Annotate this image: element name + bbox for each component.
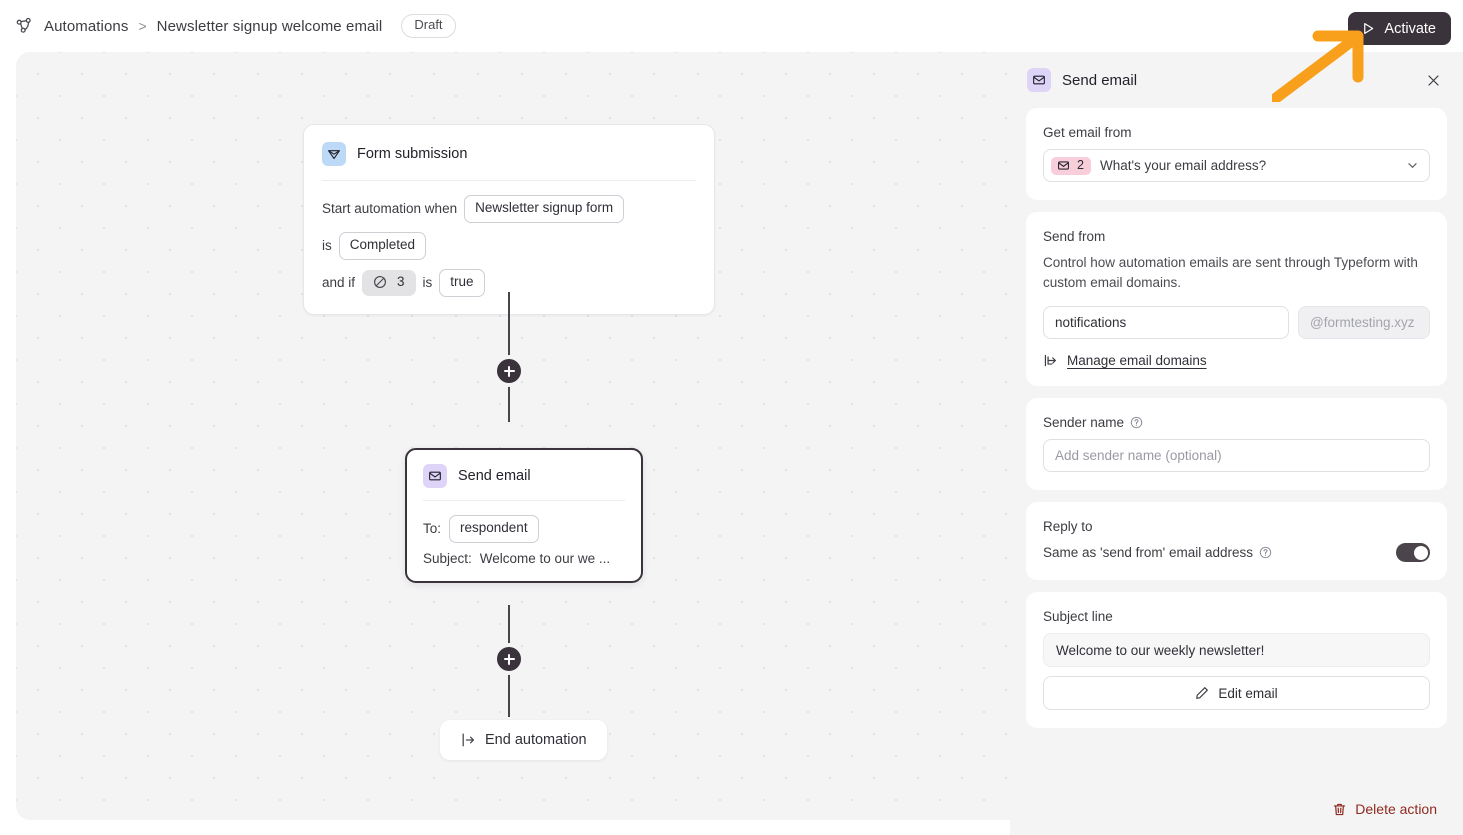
action-node-body: To: respondent Subject: Welcome to our w… (407, 501, 641, 581)
action-to-row: To: respondent (423, 515, 625, 543)
edit-email-button[interactable]: Edit email (1043, 676, 1430, 711)
question-mark-icon[interactable] (1130, 416, 1143, 429)
chevron-down-icon (1406, 159, 1419, 172)
send-from-local-input[interactable] (1043, 306, 1289, 340)
action-node-send-email[interactable]: Send email To: respondent Subject: Welco… (405, 448, 643, 584)
side-panel-title: Send email (1062, 71, 1138, 89)
manage-email-domains-label: Manage email domains (1067, 353, 1207, 369)
trigger-condition-row-1: Start automation when Newsletter signup … (322, 195, 696, 223)
action-to-label: To: (423, 521, 442, 537)
pencil-icon (1195, 686, 1209, 700)
trash-icon (1332, 802, 1347, 817)
question-reference-badge: 2 (1051, 156, 1091, 175)
subject-line-input[interactable] (1043, 633, 1430, 668)
trigger-status-chip[interactable]: Completed (338, 231, 427, 260)
delete-action-button[interactable]: Delete action (1332, 801, 1437, 817)
sender-name-input[interactable] (1043, 439, 1430, 473)
action-node-header: Send email (407, 450, 641, 500)
side-panel: Send email Get email from (1010, 52, 1463, 835)
action-subject-label: Subject: (423, 550, 472, 566)
status-badge: Draft (401, 14, 456, 38)
trigger-node-form-submission[interactable]: Form submission Start automation when Ne… (303, 124, 715, 315)
activate-button[interactable]: Activate (1348, 12, 1451, 45)
envelope-icon (423, 464, 447, 488)
action-node-title: Send email (458, 468, 531, 484)
reply-to-label: Reply to (1043, 519, 1093, 535)
activate-button-label: Activate (1384, 20, 1436, 37)
trigger-row-1-prefix: Start automation when (322, 201, 458, 217)
action-subject-row: Subject: Welcome to our we ... (423, 552, 625, 566)
get-email-from-select[interactable]: 2 What's your email address? (1043, 149, 1430, 182)
trigger-node-title: Form submission (357, 146, 468, 162)
reply-to-card: Reply to Same as 'send from' email addre… (1026, 502, 1447, 581)
trigger-node-header: Form submission (304, 125, 714, 180)
send-from-description: Control how automation emails are sent t… (1043, 255, 1418, 290)
breadcrumb: Automations > Newsletter signup welcome … (0, 0, 456, 52)
reply-to-toggle[interactable] (1396, 543, 1430, 563)
external-link-icon (1043, 353, 1058, 368)
breadcrumb-current: Newsletter signup welcome email (156, 17, 383, 35)
divider (322, 180, 696, 181)
trigger-form-chip[interactable]: Newsletter signup form (464, 195, 625, 223)
trigger-row-3-prefix: and if (322, 274, 356, 290)
top-bar: Automations > Newsletter signup welcome … (0, 0, 1463, 52)
exit-icon (460, 732, 476, 748)
play-icon (1361, 21, 1376, 36)
get-email-from-card: Get email from 2 What's your email addre… (1026, 108, 1447, 200)
get-email-from-label: Get email from (1043, 125, 1132, 140)
end-automation-label: End automation (485, 732, 587, 748)
get-email-from-value: What's your email address? (1099, 158, 1267, 173)
send-from-label: Send from (1043, 229, 1106, 244)
delete-action-label: Delete action (1355, 801, 1437, 817)
envelope-icon (1057, 159, 1070, 172)
send-from-card: Send from Control how automation emails … (1026, 212, 1447, 387)
automation-canvas[interactable]: Form submission Start automation when Ne… (16, 52, 1010, 820)
action-subject-value: Welcome to our we ... (479, 550, 611, 566)
trigger-node-body: Start automation when Newsletter signup … (304, 181, 714, 314)
send-from-inputs (1043, 306, 1430, 340)
add-step-button-top[interactable] (493, 355, 525, 387)
side-panel-content: Get email from 2 What's your email addre… (1010, 108, 1463, 787)
envelope-icon (1027, 68, 1051, 92)
reply-to-toggle-label: Same as 'send from' email address (1043, 545, 1253, 561)
side-panel-footer: Delete action (1010, 787, 1463, 835)
manage-email-domains-link[interactable]: Manage email domains (1043, 353, 1430, 368)
trigger-field-chip[interactable]: 3 (362, 269, 416, 296)
action-to-chip[interactable]: respondent (449, 515, 539, 543)
trigger-field-number: 3 (397, 273, 405, 289)
reply-to-toggle-label-wrap: Same as 'send from' email address (1043, 545, 1272, 560)
sender-name-label: Sender name (1043, 415, 1125, 431)
subject-line-card: Subject line Edit email (1026, 592, 1447, 729)
trigger-condition-row-3: and if 3 is true (322, 268, 696, 297)
divider (423, 500, 625, 501)
circle-slash-icon (373, 275, 387, 289)
trigger-row-3-middle: is (422, 274, 433, 290)
edit-email-label: Edit email (1218, 685, 1278, 701)
breadcrumb-separator: > (138, 18, 147, 34)
send-from-domain-input (1298, 306, 1430, 340)
close-icon[interactable] (1420, 67, 1446, 93)
sender-name-card: Sender name (1026, 398, 1447, 491)
sender-name-label-row: Sender name (1043, 415, 1430, 430)
subject-line-label: Subject line (1043, 609, 1113, 625)
reply-to-toggle-row: Same as 'send from' email address (1043, 543, 1430, 563)
end-automation-node[interactable]: End automation (440, 720, 607, 760)
automation-graph-icon (15, 16, 35, 36)
breadcrumb-root-link[interactable]: Automations (44, 17, 129, 35)
trigger-row-2-prefix: is (322, 238, 332, 254)
question-mark-icon[interactable] (1259, 546, 1272, 559)
trigger-condition-row-2: is Completed (322, 231, 696, 260)
question-reference-number: 2 (1077, 157, 1084, 172)
trigger-value-chip[interactable]: true (439, 268, 485, 297)
side-panel-header: Send email (1010, 52, 1463, 108)
paper-plane-icon (322, 142, 346, 166)
add-step-button-bottom[interactable] (493, 643, 525, 675)
